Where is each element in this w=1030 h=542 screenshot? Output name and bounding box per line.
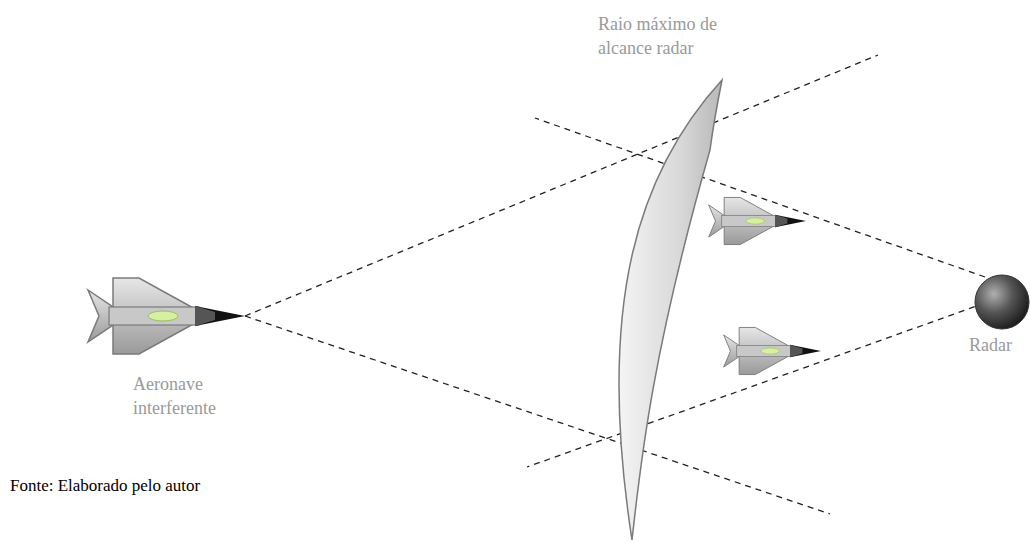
range-boundary	[619, 80, 722, 540]
radar-label: Radar	[969, 333, 1027, 357]
aircraft-label: Aeronave interferente	[133, 372, 248, 420]
range-label: Raio máximo de alcance radar	[598, 12, 748, 60]
source-caption: Fonte: Elaborado pelo autor	[10, 475, 200, 497]
jammer-aircraft	[88, 278, 245, 354]
target-aircraft	[724, 327, 821, 374]
beam-lines	[245, 55, 985, 514]
target-aircraft	[709, 197, 806, 244]
radar-symbol	[975, 275, 1029, 329]
